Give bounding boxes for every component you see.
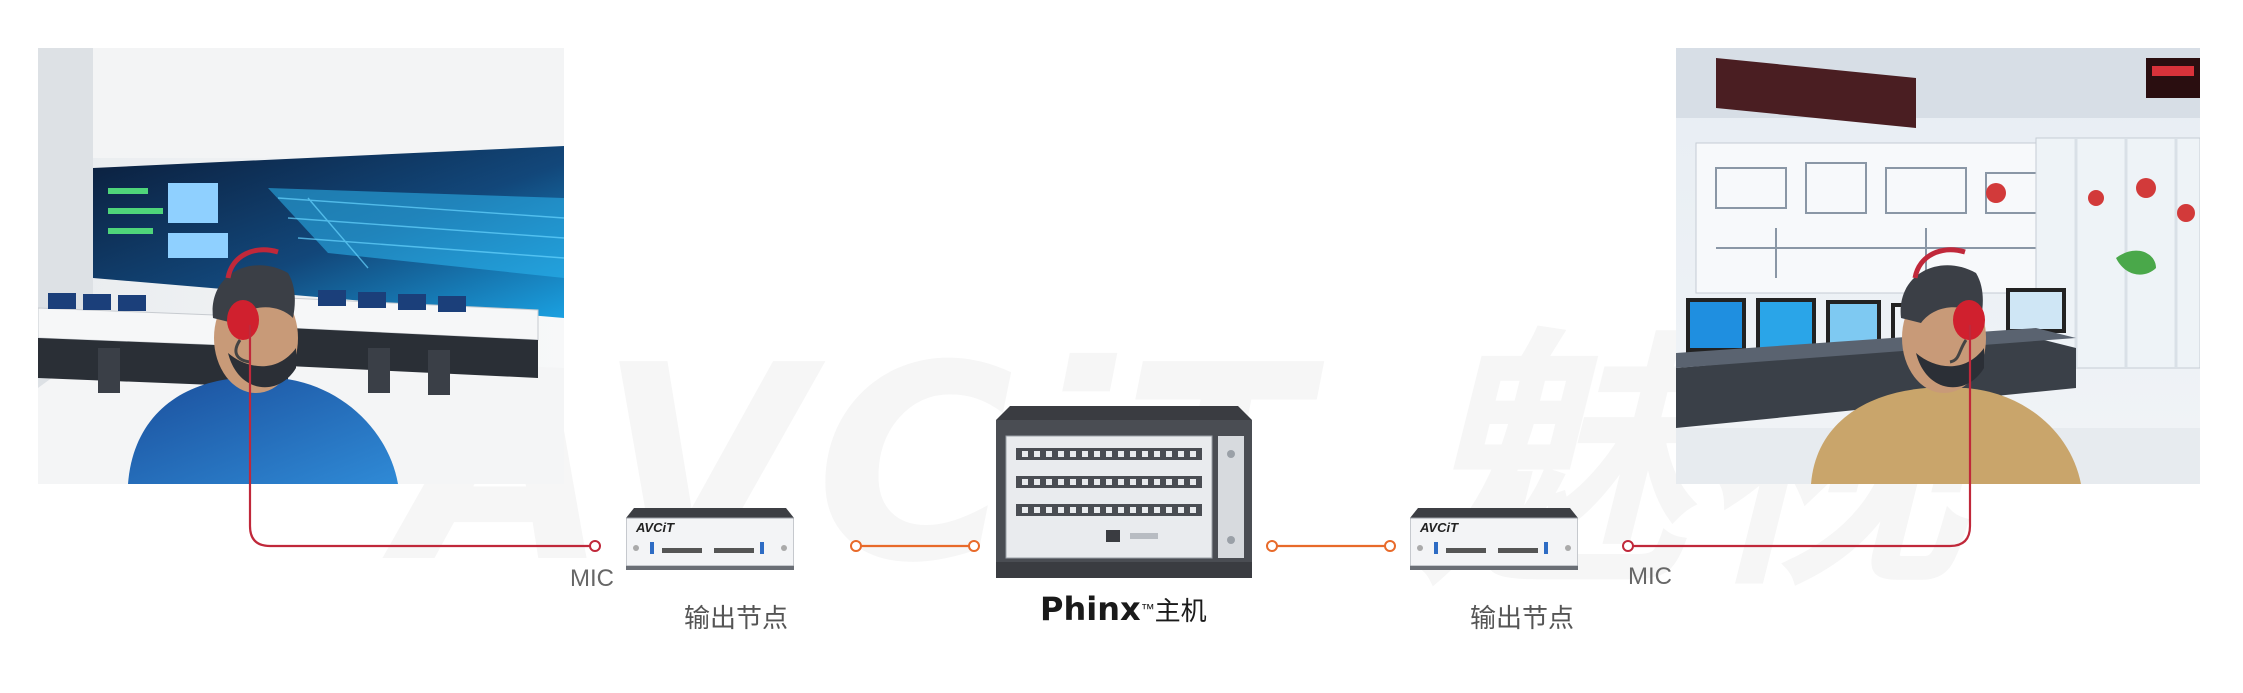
host-suffix: 主机 xyxy=(1154,596,1207,626)
left-output-node-label: 输出节点 xyxy=(684,603,789,633)
right-mic-label: MIC xyxy=(1628,563,1672,590)
left-mic-label: MIC xyxy=(570,565,614,592)
right-output-node-label: 输出节点 xyxy=(1470,603,1575,633)
host-trademark: ™ xyxy=(1140,600,1155,617)
right-control-room-image xyxy=(1676,48,2200,484)
left-control-room-image xyxy=(38,48,564,484)
left-node-brand: AVCiT xyxy=(636,520,675,535)
right-output-node-device: AVCiT xyxy=(1409,508,1579,570)
left-output-node-device: AVCiT xyxy=(625,508,795,570)
phinx-host-device xyxy=(996,406,1252,578)
host-caption: Phinx™主机 xyxy=(1040,590,1207,628)
right-node-brand: AVCiT xyxy=(1420,520,1459,535)
host-brand: Phinx xyxy=(1040,590,1141,628)
